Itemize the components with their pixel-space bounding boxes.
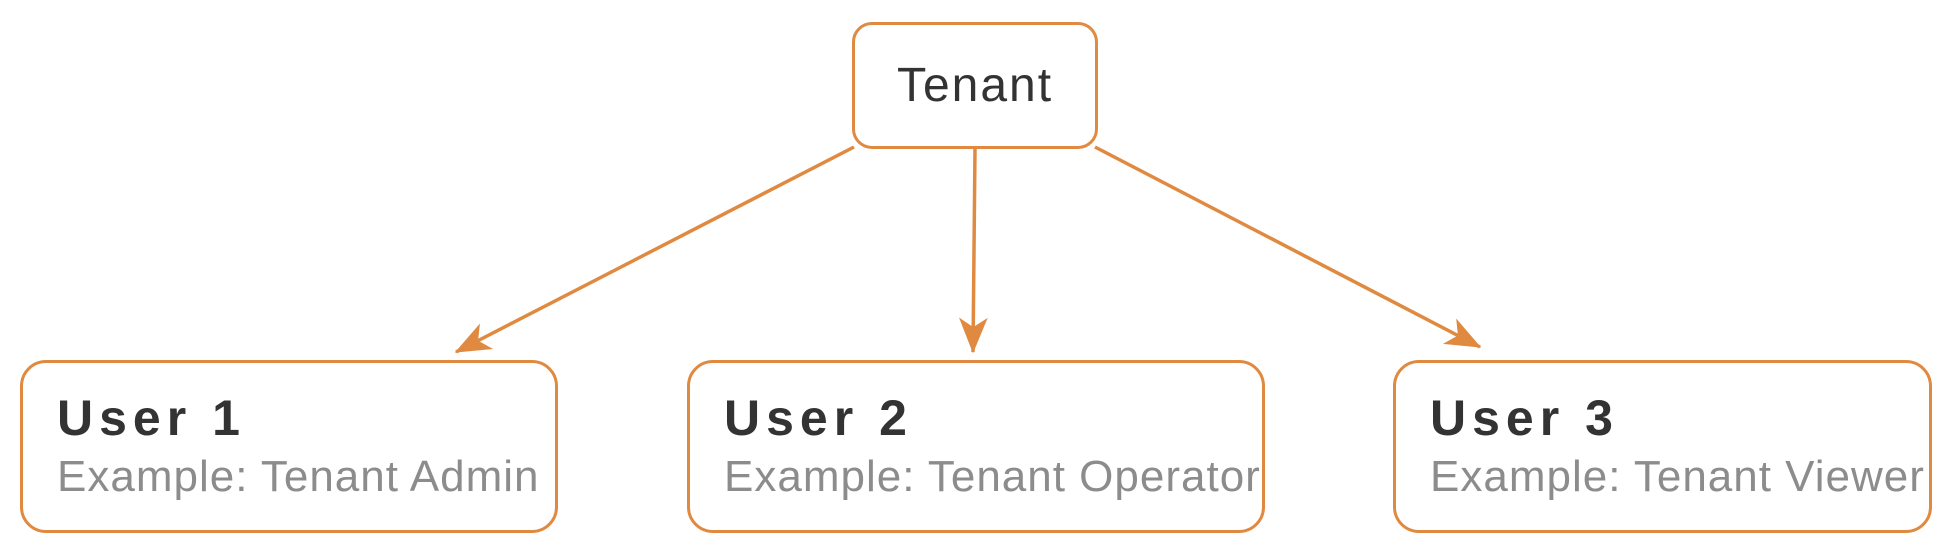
node-user-2-subtitle: Example: Tenant Operator	[724, 451, 1261, 501]
node-user-3: User 3 Example: Tenant Viewer	[1393, 360, 1932, 533]
node-user-2: User 2 Example: Tenant Operator	[687, 360, 1265, 533]
node-user-1-subtitle: Example: Tenant Admin	[57, 451, 540, 501]
node-user-3-subtitle: Example: Tenant Viewer	[1430, 451, 1925, 501]
node-tenant: Tenant	[852, 22, 1098, 149]
node-user-3-title: User 3	[1430, 389, 1619, 446]
node-user-2-title: User 2	[724, 389, 913, 446]
node-tenant-label: Tenant	[896, 59, 1054, 112]
node-user-1: User 1 Example: Tenant Admin	[20, 360, 558, 533]
edge-tenant-user1	[454, 145, 855, 354]
node-user-1-title: User 1	[57, 389, 246, 446]
edge-tenant-user2	[958, 148, 988, 354]
edge-tenant-user3	[1094, 145, 1482, 349]
